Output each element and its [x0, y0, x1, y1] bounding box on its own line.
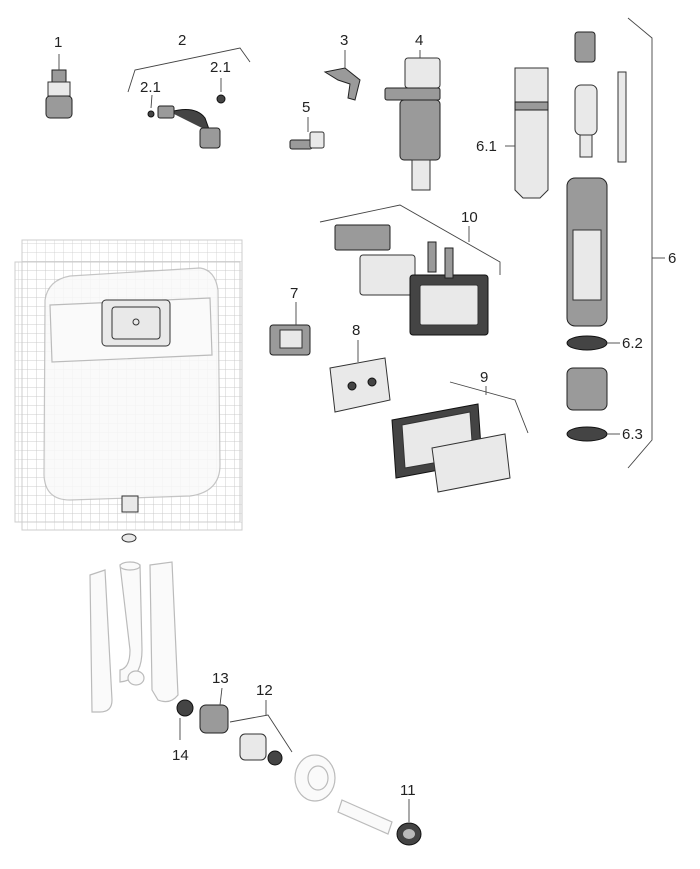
- part-3-clip: [323, 50, 361, 101]
- cistern-assembly: [14, 239, 243, 543]
- label-11: 11: [400, 782, 416, 799]
- part-6-flush-valve: [566, 17, 665, 469]
- part-8-mounting-plate: [329, 340, 391, 413]
- label-1: 1: [54, 34, 62, 51]
- label-13: 13: [212, 670, 229, 687]
- pipe-cover-left: [89, 569, 113, 713]
- label-6-1: 6.1: [476, 138, 497, 155]
- part-10-frame-set: [319, 204, 501, 336]
- flush-pipe-top: [119, 561, 141, 571]
- label-12: 12: [256, 682, 273, 699]
- flush-pipe: [119, 564, 143, 683]
- cistern-outlet: [121, 495, 139, 513]
- part-1-connector: [45, 54, 73, 119]
- label-9: 9: [480, 369, 488, 386]
- label-6-3: 6.3: [622, 426, 643, 443]
- pipe-cover-right: [149, 561, 179, 703]
- label-2: 2: [178, 32, 186, 49]
- label-6-2: 6.2: [622, 335, 643, 352]
- label-6: 6: [668, 250, 676, 267]
- label-2-1-left: 2.1: [140, 79, 161, 96]
- cistern-seal: [121, 533, 137, 543]
- part-6-1-holder: [505, 67, 549, 199]
- part-4-fill-valve: [384, 50, 441, 191]
- flush-pipe-outlet: [127, 670, 145, 686]
- part-13-adapter: [199, 687, 229, 734]
- label-8: 8: [352, 322, 360, 339]
- part-14-seal: [176, 699, 194, 740]
- part-12-sleeve: [229, 700, 293, 766]
- flush-pipe-set: [89, 561, 179, 713]
- label-3: 3: [340, 32, 348, 49]
- label-5: 5: [302, 99, 310, 116]
- label-7: 7: [290, 285, 298, 302]
- part-2-hose: [127, 47, 251, 149]
- label-14: 14: [172, 747, 189, 764]
- cistern-screw: [132, 318, 140, 326]
- rosette-and-pipe: [294, 754, 393, 835]
- label-4: 4: [415, 32, 423, 49]
- label-2-1-right: 2.1: [210, 59, 231, 76]
- part-9-cover: [391, 381, 529, 493]
- part-11-nut: [396, 799, 422, 846]
- part-5-screw: [289, 117, 325, 150]
- label-10: 10: [461, 209, 478, 226]
- part-7-bracket: [269, 302, 311, 356]
